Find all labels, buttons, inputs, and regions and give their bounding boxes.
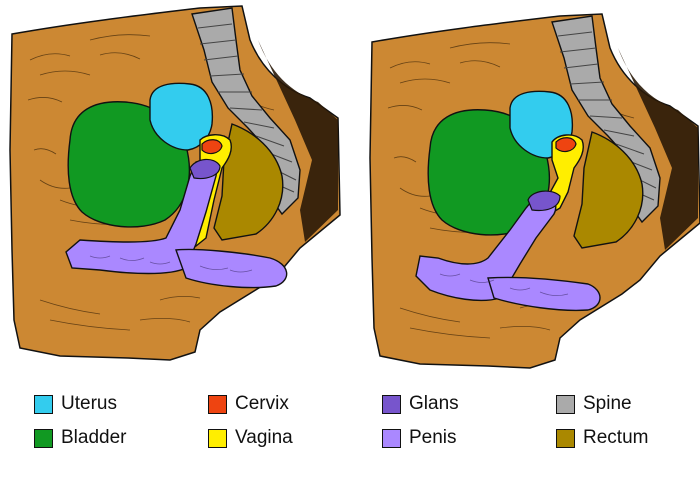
cervix — [555, 137, 577, 153]
cervix — [201, 139, 223, 155]
legend-item-uterus: Uterus — [34, 392, 117, 416]
legend-item-cervix: Cervix — [208, 392, 289, 416]
left-panel — [9, 5, 341, 361]
glans — [527, 190, 561, 212]
legend-item-bladder: Bladder — [34, 426, 127, 450]
legend-label: Glans — [409, 393, 459, 414]
legend-label: Vagina — [235, 427, 293, 448]
legend-label: Rectum — [583, 427, 649, 448]
legend-item-vagina: Vagina — [208, 426, 293, 450]
legend-item-penis: Penis — [382, 426, 457, 450]
legend-item-glans: Glans — [382, 392, 459, 416]
legend: Uterus Bladder Cervix Vagina Glans Penis… — [0, 380, 700, 480]
legend-label: Penis — [409, 427, 457, 448]
vagina-swatch — [208, 428, 227, 448]
legend-item-rectum: Rectum — [556, 426, 648, 450]
spine-swatch — [556, 394, 575, 414]
legend-label: Uterus — [61, 393, 117, 414]
glans — [189, 158, 221, 180]
legend-label: Spine — [583, 393, 632, 414]
legend-label: Cervix — [235, 393, 289, 414]
right-panel — [369, 13, 700, 369]
cervix-swatch — [208, 394, 227, 414]
bladder-swatch — [34, 428, 53, 448]
legend-item-spine: Spine — [556, 392, 632, 416]
glans-swatch — [382, 394, 401, 414]
uterus-swatch — [34, 394, 53, 414]
penis-swatch — [382, 428, 401, 448]
anatomy-diagram — [9, 5, 700, 369]
rectum-swatch — [556, 428, 575, 448]
legend-label: Bladder — [61, 427, 127, 448]
